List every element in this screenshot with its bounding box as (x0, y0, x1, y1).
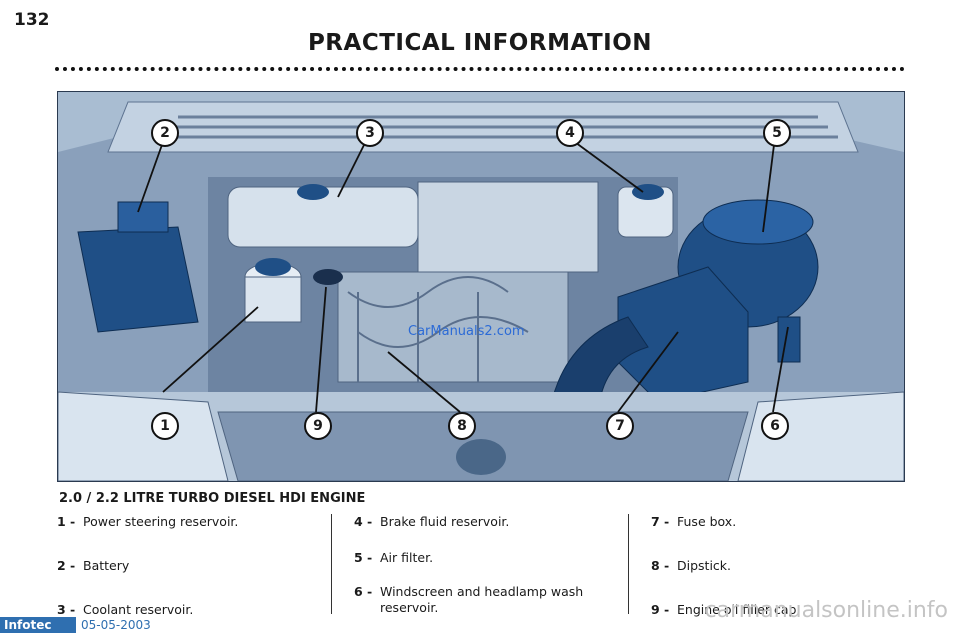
legend-text: Air filter. (380, 550, 624, 566)
legend-text: Power steering reservoir. (83, 514, 327, 530)
footer-date: 05-05-2003 (81, 617, 151, 633)
column-separator (628, 514, 629, 614)
page-number: 132 (14, 10, 50, 30)
legend-text: Windscreen and headlamp wash reservoir. (380, 584, 624, 616)
legend-text: Fuse box. (677, 514, 921, 530)
legend-number: 4 - (354, 514, 372, 530)
infotec-badge: Infotec (0, 617, 76, 633)
callout-3: 3 (356, 119, 384, 147)
legend-number: 1 - (57, 514, 75, 530)
page-title: PRACTICAL INFORMATION (0, 30, 960, 56)
callout-6: 6 (761, 412, 789, 440)
callout-9: 9 (304, 412, 332, 440)
site-watermark: carmanualsonline.info (705, 598, 948, 623)
callout-4: 4 (556, 119, 584, 147)
legend-text: Brake fluid reservoir. (380, 514, 624, 530)
legend-number: 8 - (651, 558, 669, 574)
legend-number: 3 - (57, 602, 75, 618)
legend-text: Dipstick. (677, 558, 921, 574)
legend-number: 6 - (354, 584, 372, 600)
title-divider (55, 67, 905, 71)
callout-2: 2 (151, 119, 179, 147)
legend-number: 7 - (651, 514, 669, 530)
callout-5: 5 (763, 119, 791, 147)
callout-7: 7 (606, 412, 634, 440)
callout-8: 8 (448, 412, 476, 440)
legend-number: 2 - (57, 558, 75, 574)
legend-number: 5 - (354, 550, 372, 566)
legend-text: Coolant reservoir. (83, 602, 327, 618)
legend-text: Battery (83, 558, 327, 574)
figure-caption: 2.0 / 2.2 LITRE TURBO DIESEL HDI ENGINE (59, 491, 365, 506)
column-separator (331, 514, 332, 614)
callout-1: 1 (151, 412, 179, 440)
image-watermark: CarManuals2.com (408, 324, 525, 339)
legend-number: 9 - (651, 602, 669, 618)
engine-compartment-illustration: 1 2 3 4 5 6 7 8 9 CarManuals2.com (57, 91, 905, 482)
